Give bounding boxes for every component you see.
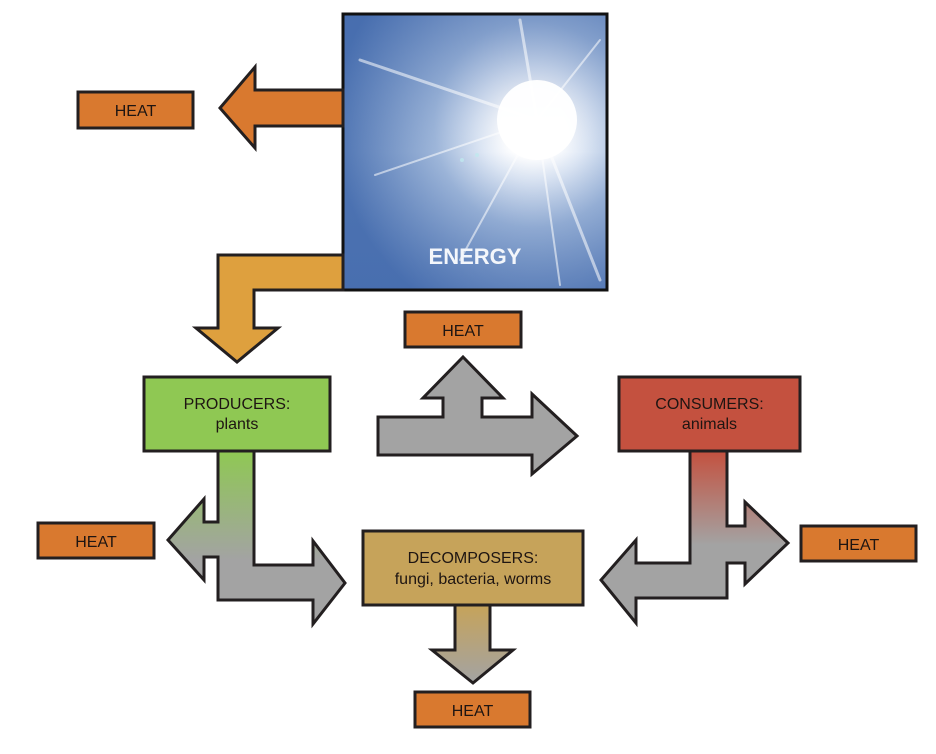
sky-shade [343, 14, 607, 290]
energy-to-heat-arrow [218, 62, 345, 152]
consumers-outflow-arrow [599, 449, 791, 628]
heat-label: HEAT [838, 537, 880, 554]
energy-box: ENERGY [341, 12, 609, 292]
heat-box-consumers: HEAT [799, 524, 918, 563]
heat-box-decomposers: HEAT [413, 690, 532, 729]
consumers-box: CONSUMERS: animals [617, 375, 802, 453]
producers-to-consumers-arrow [376, 354, 580, 478]
heat-box-energy: HEAT [76, 90, 195, 130]
heat-box-bg [413, 690, 532, 729]
lens-flare [460, 158, 464, 162]
producers-title: PRODUCERS: [184, 396, 291, 413]
heat-box-bg [36, 521, 156, 560]
lens-flare [475, 153, 479, 157]
producers-outflow-arrow [165, 449, 347, 629]
decomposers-subtitle: fungi, bacteria, worms [395, 571, 552, 588]
heat-box-producers: HEAT [36, 521, 156, 560]
heat-label: HEAT [442, 323, 484, 340]
producers-subtitle: plants [216, 416, 259, 433]
heat-box-transfer: HEAT [403, 310, 523, 349]
decomposers-title: DECOMPOSERS: [408, 550, 539, 567]
sun-disc [497, 80, 577, 160]
heat-label: HEAT [115, 103, 157, 120]
heat-box-bg [76, 90, 195, 130]
heat-box-bg [403, 310, 523, 349]
consumers-title: CONSUMERS: [655, 396, 763, 413]
energy-label: ENERGY [429, 244, 522, 269]
energy-box-border [341, 12, 609, 292]
heat-box-bg [799, 524, 918, 563]
consumers-box-bg [617, 375, 802, 453]
producers-box: PRODUCERS: plants [142, 375, 332, 453]
energy-to-producers-arrow [191, 253, 345, 364]
decomposers-box: DECOMPOSERS: fungi, bacteria, worms [361, 529, 585, 607]
decomposers-box-bg [361, 529, 585, 607]
producers-box-bg [142, 375, 332, 453]
heat-label: HEAT [75, 534, 117, 551]
consumers-subtitle: animals [682, 416, 737, 433]
heat-label: HEAT [452, 703, 494, 720]
decomposers-to-heat-arrow [427, 603, 518, 685]
